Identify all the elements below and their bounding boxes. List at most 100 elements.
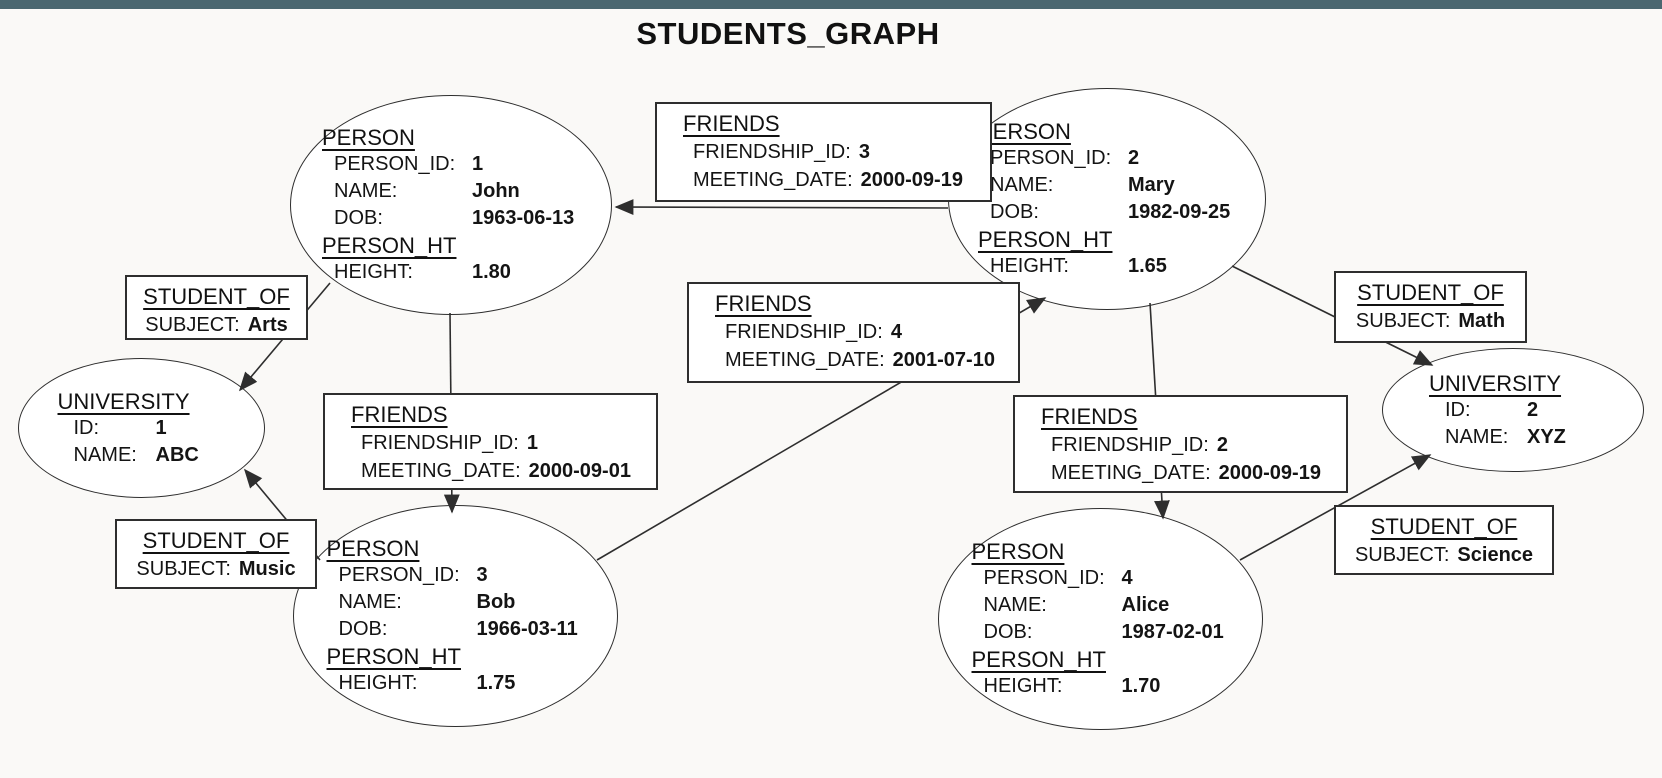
node-content: PERSON PERSON_ID: 3 NAME: Bob DOB: 1966-03-… bbox=[327, 535, 585, 697]
edge-type-label: STUDENT_OF bbox=[1370, 514, 1518, 539]
node-person-alice: PERSON PERSON_ID:4 NAME:Alice DOB:1987-0… bbox=[938, 508, 1263, 730]
edge-type-label: STUDENT_OF bbox=[143, 284, 290, 309]
node-content: UNIVERSITY ID: 2 NAME: XYZ bbox=[1429, 370, 1597, 451]
property-value: Science bbox=[1457, 544, 1534, 566]
edge-box-friends-2: FRIENDS FRIENDSHIP_ID:2 MEETING_DATE:200… bbox=[1013, 395, 1348, 493]
edge-line-friends-3 bbox=[614, 199, 949, 215]
property-label: PERSON_ID: bbox=[990, 147, 1112, 169]
property-label: DOB: bbox=[334, 207, 383, 229]
property-label: MEETING_DATE: bbox=[1051, 462, 1211, 484]
property-label: SUBJECT: bbox=[136, 558, 231, 580]
property-label: MEETING_DATE: bbox=[693, 169, 853, 191]
property-value: 3 bbox=[476, 564, 488, 586]
property-value: John bbox=[472, 180, 520, 202]
property-value: ABC bbox=[155, 443, 199, 466]
edge-box-student-of-music: STUDENT_OF SUBJECT: Music bbox=[115, 519, 317, 589]
property-label: HEIGHT: bbox=[990, 255, 1069, 277]
property-value: 2000-09-19 bbox=[860, 169, 963, 191]
property-label: MEETING_DATE: bbox=[725, 349, 885, 371]
property-value: 4 bbox=[1121, 567, 1133, 589]
property-value: 1966-03-11 bbox=[476, 618, 578, 640]
edge-box-student-of-math: STUDENT_OF SUBJECT: Math bbox=[1334, 271, 1527, 343]
property-label: HEIGHT: bbox=[983, 675, 1063, 697]
property-value: 2001-07-10 bbox=[892, 349, 995, 371]
property-label: ID: bbox=[73, 416, 100, 439]
edge-box-friends-4: FRIENDS FRIENDSHIP_ID: 4 MEETING_DATE: 200… bbox=[687, 282, 1020, 383]
node-label-person: PERSON bbox=[326, 536, 420, 561]
property-value: 3 bbox=[858, 141, 870, 163]
node-person-mary: PERSON PERSON_ID:2 NAME:Mary DOB:1982-09… bbox=[948, 88, 1266, 310]
window-accent-bar bbox=[0, 0, 1662, 9]
property-value: Alice bbox=[1121, 594, 1170, 616]
edge-type-label: FRIENDS bbox=[715, 291, 812, 316]
property-value: 1 bbox=[472, 153, 484, 175]
property-value: 1.75 bbox=[476, 672, 516, 694]
property-label: NAME: bbox=[73, 443, 137, 466]
property-value: XYZ bbox=[1527, 425, 1566, 448]
property-value: 2 bbox=[1527, 398, 1539, 421]
property-label: SUBJECT: bbox=[145, 314, 240, 336]
node-university-1: UNIVERSITY ID: 1 NAME: ABC bbox=[18, 358, 265, 498]
node-label-university: UNIVERSITY bbox=[1429, 370, 1562, 396]
property-label: FRIENDSHIP_ID: bbox=[1051, 434, 1209, 456]
property-label: NAME: bbox=[338, 591, 402, 613]
property-value: 1 bbox=[155, 416, 167, 439]
property-label: DOB: bbox=[983, 621, 1033, 643]
property-value: 1982-09-25 bbox=[1128, 201, 1231, 223]
node-label-person: PERSON bbox=[322, 125, 415, 150]
property-label: NAME: bbox=[1445, 425, 1509, 448]
node-content: PERSON PERSON_ID:2 NAME:Mary DOB:1982-09… bbox=[978, 118, 1236, 280]
property-label: PERSON_ID: bbox=[338, 564, 460, 586]
property-value: 1987-02-01 bbox=[1121, 621, 1224, 643]
property-value: 4 bbox=[890, 321, 902, 343]
property-label: SUBJECT: bbox=[1355, 310, 1451, 332]
property-value: 1.80 bbox=[472, 261, 511, 283]
property-label: FRIENDSHIP_ID: bbox=[361, 432, 519, 454]
property-label: PERSON_ID: bbox=[334, 153, 456, 175]
property-label: NAME: bbox=[983, 594, 1047, 616]
edge-box-friends-1: FRIENDS FRIENDSHIP_ID:1 MEETING_DATE:200… bbox=[323, 393, 658, 490]
property-label: HEIGHT: bbox=[338, 672, 418, 694]
property-label: ID: bbox=[1445, 398, 1471, 421]
property-value: 2 bbox=[1128, 147, 1140, 169]
property-label: DOB: bbox=[338, 618, 388, 640]
node-label-person-ht: PERSON_HT bbox=[971, 647, 1106, 672]
property-value: 2000-09-19 bbox=[1218, 462, 1321, 484]
property-label: NAME: bbox=[334, 180, 398, 202]
property-label: FRIENDSHIP_ID: bbox=[725, 321, 883, 343]
edge-box-student-of-arts: STUDENT_OF SUBJECT: Arts bbox=[125, 275, 308, 340]
property-value: 1.65 bbox=[1128, 255, 1167, 277]
node-label-person-ht: PERSON_HT bbox=[326, 644, 461, 669]
node-label-person-ht: PERSON_HT bbox=[322, 233, 457, 258]
property-label: HEIGHT: bbox=[334, 261, 413, 283]
node-content: PERSON PERSON_ID:4 NAME:Alice DOB:1987-0… bbox=[972, 538, 1230, 700]
property-label: MEETING_DATE: bbox=[361, 460, 521, 482]
edge-box-student-of-science: STUDENT_OF SUBJECT: Science bbox=[1334, 505, 1554, 575]
node-label-person: PERSON bbox=[978, 119, 1071, 144]
node-label-person-ht: PERSON_HT bbox=[978, 227, 1113, 252]
property-value: Math bbox=[1458, 310, 1506, 332]
property-label: DOB: bbox=[990, 201, 1039, 223]
property-value: Music bbox=[238, 558, 296, 580]
diagram-title: STUDENTS_GRAPH bbox=[636, 16, 940, 51]
edge-type-label: FRIENDS bbox=[351, 402, 448, 427]
property-label: FRIENDSHIP_ID: bbox=[693, 141, 851, 163]
edge-type-label: FRIENDS bbox=[1041, 404, 1138, 429]
node-university-2: UNIVERSITY ID: 2 NAME: XYZ bbox=[1382, 348, 1644, 472]
property-label: PERSON_ID: bbox=[983, 567, 1105, 589]
edge-type-label: STUDENT_OF bbox=[1357, 280, 1504, 305]
node-person-bob: PERSON PERSON_ID: 3 NAME: Bob DOB: 1966-03-… bbox=[293, 505, 618, 727]
edge-type-label: STUDENT_OF bbox=[142, 528, 290, 553]
property-label: SUBJECT: bbox=[1354, 544, 1450, 566]
property-value: Bob bbox=[476, 591, 516, 613]
property-label: NAME: bbox=[990, 174, 1054, 196]
node-content: UNIVERSITY ID: 1 NAME: ABC bbox=[58, 388, 226, 469]
node-content: PERSON PERSON_ID: 1 NAME: John DOB: 1963-06… bbox=[322, 124, 580, 286]
edge-box-friends-3: FRIENDS FRIENDSHIP_ID:3 MEETING_DATE:200… bbox=[655, 102, 992, 202]
property-value: 1963-06-13 bbox=[472, 207, 575, 229]
property-value: Arts bbox=[247, 314, 288, 336]
node-label-university: UNIVERSITY bbox=[57, 388, 190, 414]
property-value: 1 bbox=[526, 432, 538, 454]
node-person-john: PERSON PERSON_ID: 1 NAME: John DOB: 1963-06… bbox=[290, 95, 612, 315]
property-value: 1.70 bbox=[1121, 675, 1161, 697]
